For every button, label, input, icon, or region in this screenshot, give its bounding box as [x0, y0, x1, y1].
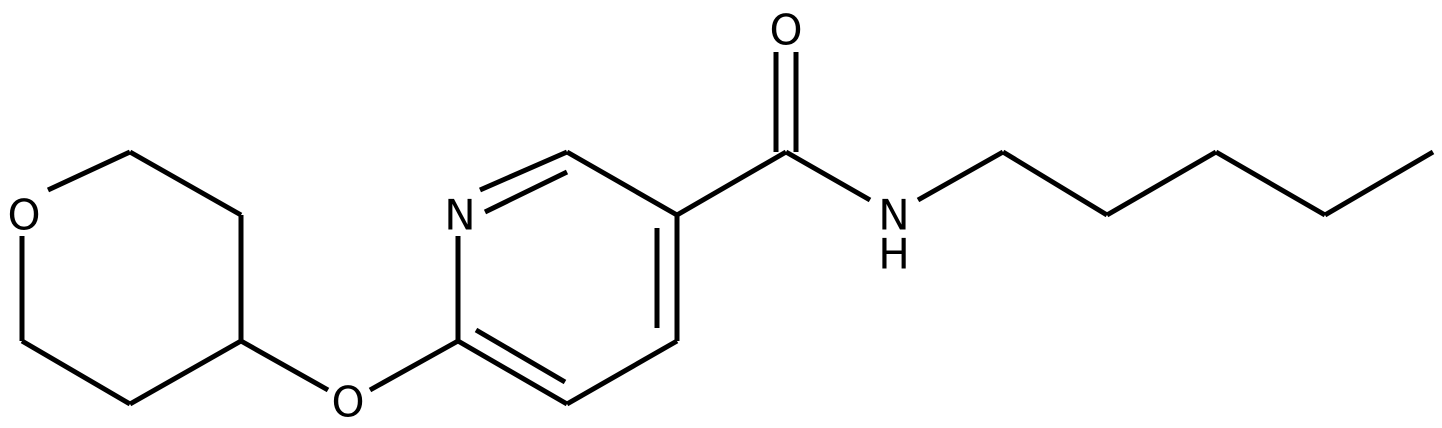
atom-label-ring-oxygen: O	[7, 191, 40, 240]
pyridine-ring: N	[444, 149, 680, 407]
bond-py-c5-c6-inner	[474, 327, 567, 385]
atom-label-pyridine-nitrogen: N	[444, 191, 475, 240]
bond-py-n1-c2-inner	[483, 169, 569, 215]
tetrahydropyran-ring: O	[7, 149, 244, 407]
bond-thp-c2-c3	[128, 149, 243, 218]
bond-c3-c4	[1214, 149, 1327, 218]
bond-py-c5-c6	[456, 338, 569, 407]
bond-ether-o-pyridine	[368, 338, 460, 393]
ether-linkage: O	[239, 338, 460, 427]
bond-py-c4-c5	[565, 338, 679, 407]
bond-py-n1-c2	[478, 149, 569, 193]
bond-c4-c5	[1323, 149, 1435, 218]
bond-c4-ether-o	[239, 338, 330, 393]
bond-py-c2-c3	[565, 149, 679, 218]
atom-label-ether-oxygen: O	[331, 378, 364, 427]
bond-thp-c5-c6	[20, 338, 132, 407]
atom-label-carbonyl-oxygen: O	[769, 6, 802, 55]
bond-carbonyl-c-n	[784, 149, 872, 203]
atom-label-amide-hydrogen: H	[878, 230, 910, 279]
bond-c1-c2	[1001, 149, 1109, 218]
bond-n-c1	[916, 149, 1005, 203]
pentyl-chain	[916, 149, 1435, 218]
atom-label-amide-nitrogen: N	[878, 191, 909, 240]
bond-thp-c4-c5	[128, 338, 243, 407]
bond-c2-c3	[1105, 149, 1218, 218]
bond-c3-carbonyl-c	[675, 149, 788, 218]
amide-group: O N H	[675, 6, 910, 279]
bond-thp-o-c2	[46, 149, 132, 193]
